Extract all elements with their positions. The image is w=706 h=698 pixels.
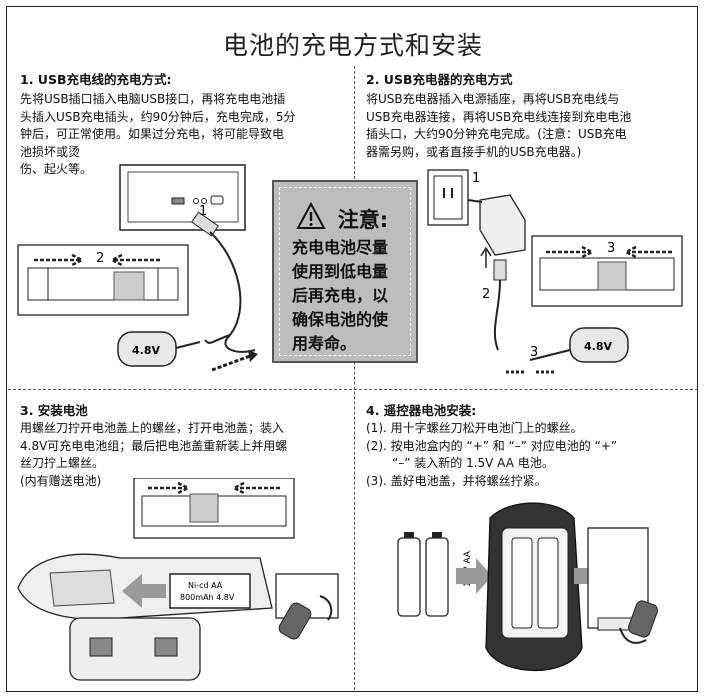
- section2-line: 器需另购，或者直接手机的USB充电器。): [366, 144, 582, 159]
- usb-cable-icon: [191, 211, 256, 353]
- insert-arrow-icon: [456, 558, 492, 594]
- install-battery-illustration: Ni-cd AA 800mAh 4.8V: [17, 478, 339, 681]
- warning-icon: [296, 202, 326, 229]
- section3-line: 4.8V可充电电池组；最后把电池盖重新装上并用螺: [20, 438, 288, 453]
- battery-box-diagram: [133, 478, 295, 539]
- battery-box-diagram: 3: [531, 235, 683, 307]
- screwdriver-icon: [278, 595, 333, 640]
- battery-label: 4.8V: [584, 340, 612, 353]
- horizontal-divider: [8, 389, 698, 390]
- section3-line: (内有赠送电池): [20, 473, 102, 488]
- section2-line: 插头口，大约90分钟充电完成。(注意：USB充电: [366, 127, 627, 141]
- section3-line: 丝刀拧上螺丝。: [20, 456, 105, 470]
- section4-line: (1). 用十字螺丝刀松开电池门上的螺丝。: [366, 421, 583, 435]
- battery-label: 4.8V: [132, 344, 160, 357]
- usb-plug-icon: [480, 246, 507, 351]
- usb-cable-illustration: 1 2 4.8V: [17, 164, 258, 372]
- remote-controller-icon: [485, 502, 583, 672]
- battery-label: Ni-cd AA: [188, 581, 223, 590]
- section2-body: 将USB充电器插入电源插座，再将USB充电线与 USB充电器连接，再将USB充电…: [366, 91, 696, 161]
- section2-line: 将USB充电器插入电源插座，再将USB充电线与: [366, 92, 620, 106]
- section1-heading: 1. USB充电线的充电方式:: [20, 72, 172, 87]
- step-label: 2: [96, 251, 104, 266]
- page-title: 电池的充电方式和安装: [222, 31, 483, 60]
- page-frame: [6, 6, 698, 692]
- notice-box: 注意: 充电电池尽量 使用到低电量 后再充电，以 确保电池的使 用寿命。: [272, 180, 418, 363]
- step-label: 1: [199, 204, 207, 219]
- section4-line: (2). 按电池盒内的 “+” 和 “–” 对应电池的 “+”: [366, 438, 618, 453]
- battery-pack-icon: Ni-cd AA 800mAh 4.8V: [169, 573, 251, 609]
- step-label: 2: [482, 287, 490, 302]
- section4-line: “–” 装入新的 1.5V AA 电池。: [392, 456, 554, 470]
- section3-body: 用螺丝刀拧开电池盖上的螺丝，打开电池盖；装入 4.8V可充电电池组；最后把电池盖…: [20, 420, 350, 490]
- robot-toy-icon: [17, 553, 273, 681]
- screwdriver-icon: [619, 600, 658, 644]
- section4-heading: 4. 遥控器电池安装:: [366, 403, 477, 418]
- notice-border: [279, 187, 411, 356]
- battery-pack-icon: 4.8V: [117, 331, 201, 367]
- step-label: 3: [530, 345, 538, 360]
- section1-body: 先将USB插口插入电脑USB接口，再将充电电池插 头插入USB充电插头，约90分…: [20, 91, 350, 179]
- notice-body: 充电电池尽量 使用到低电量 后再充电，以 确保电池的使 用寿命。: [292, 236, 410, 356]
- section3-heading: 3. 安装电池: [20, 403, 88, 418]
- battery-pack-icon: 4.8V: [529, 327, 629, 363]
- section4-body: (1). 用十字螺丝刀松开电池门上的螺丝。 (2). 按电池盒内的 “+” 和 …: [366, 420, 698, 490]
- usb-charger-illustration: 1 2 3 4.8V 3: [427, 169, 683, 374]
- notice-line: 确保电池的使: [292, 310, 389, 329]
- step-label: 1: [472, 171, 480, 186]
- notice-line: 后再充电，以: [292, 286, 389, 305]
- section1-line: 先将USB插口插入电脑USB接口，再将充电电池插: [20, 92, 286, 106]
- section1-line: 池损坏或烫: [20, 144, 81, 159]
- section4-line: (3). 盖好电池盖，并将螺丝拧紧。: [366, 473, 547, 488]
- insert-arrow-icon: [122, 574, 166, 608]
- remote-battery-illustration: 1.5V AA 1.5V AA: [397, 502, 658, 672]
- wall-socket-icon: [427, 169, 469, 226]
- notice-line: 使用到低电量: [292, 262, 389, 281]
- vertical-divider: [354, 66, 355, 690]
- section2-line: USB充电器连接，再将USB充电线连接到充电电池: [366, 109, 632, 124]
- step-label: 3: [607, 241, 615, 256]
- battery-label: 800mAh 4.8V: [180, 593, 235, 602]
- notice-line: 用寿命。: [292, 334, 357, 353]
- notice-title: 注意:: [337, 208, 389, 232]
- section1-line: 头插入USB充电插头，约90分钟后，充电完成，5分: [20, 109, 296, 124]
- battery-box-diagram: 2: [17, 244, 189, 316]
- laptop-icon: [119, 164, 246, 231]
- section3-line: 用螺丝刀拧开电池盖上的螺丝，打开电池盖；装入: [20, 421, 285, 435]
- section1-line: 伤、起火等。: [20, 162, 93, 176]
- notice-line: 充电电池尽量: [292, 238, 389, 257]
- usb-adapter-icon: [467, 194, 526, 256]
- section1-line: 钟后，可正常使用。如果过分充电，将可能导致电: [20, 127, 285, 141]
- section2-heading: 2. USB充电器的充电方式: [366, 72, 513, 87]
